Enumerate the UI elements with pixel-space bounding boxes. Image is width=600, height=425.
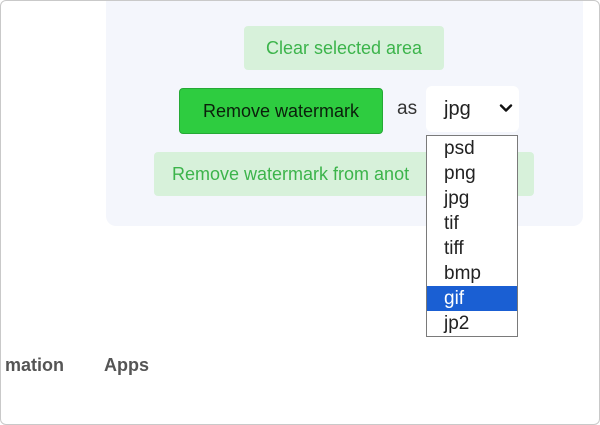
chevron-down-icon: [499, 104, 513, 112]
remove-watermark-button[interactable]: Remove watermark: [179, 88, 383, 134]
format-dropdown-list: psd png jpg tif tiff bmp gif jp2: [426, 135, 518, 337]
format-option-tiff[interactable]: tiff: [444, 238, 464, 259]
clear-selected-area-button[interactable]: Clear selected area: [244, 26, 444, 70]
format-option-tif[interactable]: tif: [444, 213, 459, 234]
format-option-gif[interactable]: gif: [427, 286, 517, 311]
format-option-psd[interactable]: psd: [444, 138, 475, 159]
format-option-jpg[interactable]: jpg: [444, 188, 470, 209]
footer-nav-apps[interactable]: Apps: [104, 355, 149, 375]
format-select[interactable]: jpg: [426, 86, 519, 132]
footer-nav-information[interactable]: mation: [5, 355, 65, 375]
format-option-bmp[interactable]: bmp: [444, 263, 481, 284]
as-label: as: [397, 98, 418, 119]
format-select-value: jpg: [444, 97, 471, 120]
format-option-png[interactable]: png: [444, 163, 476, 184]
format-option-jp2[interactable]: jp2: [444, 313, 470, 334]
